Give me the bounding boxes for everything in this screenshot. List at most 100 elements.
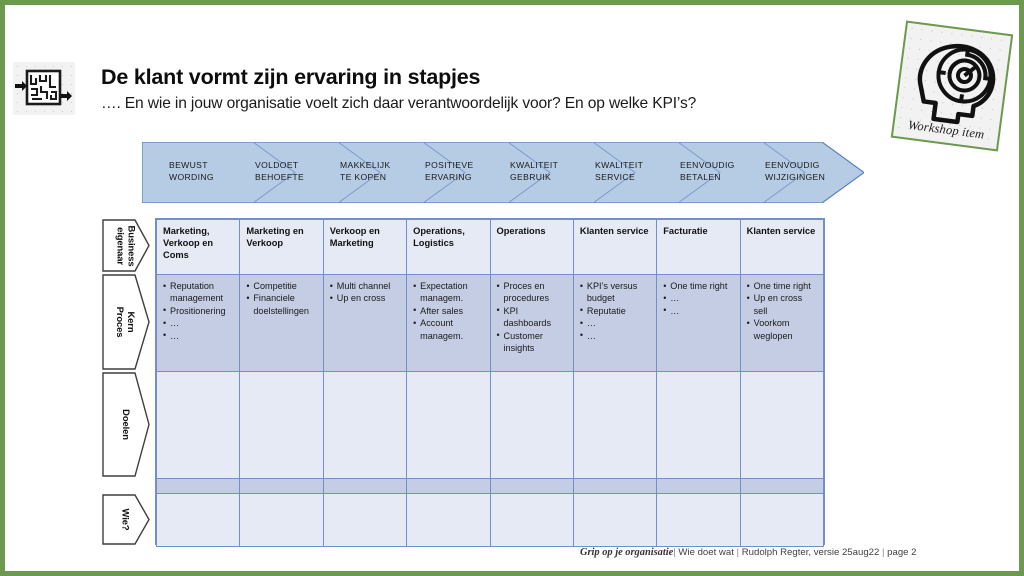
bullet-item: After sales <box>413 304 484 317</box>
footer-separator: | <box>882 547 885 558</box>
table-empty-cell[interactable] <box>322 478 408 494</box>
bullet-item: Voorkom weglopen <box>747 317 818 342</box>
table-empty-cell[interactable] <box>155 493 241 547</box>
table-empty-cell[interactable] <box>572 478 658 494</box>
table-bullet-cell: Reputation managementPrositionering…… <box>155 274 241 372</box>
table-empty-cell[interactable] <box>572 371 658 479</box>
bullet-item: … <box>163 329 234 342</box>
page-subtitle: …. En wie in jouw organisatie voelt zich… <box>101 95 697 112</box>
table-empty-cell[interactable] <box>322 371 408 479</box>
row-label-text: Kern Proces <box>115 306 137 338</box>
table-empty-cell[interactable] <box>239 478 324 494</box>
bullet-list: Expectation managem.After salesAccount m… <box>413 280 484 342</box>
table-bullet-cell: Expectation managem.After salesAccount m… <box>406 274 491 372</box>
table-header-cell: Verkoop en Marketing <box>322 219 408 275</box>
table-divider-band-row[interactable] <box>155 478 825 494</box>
table-bullets-row: Reputation managementPrositionering…… Co… <box>155 274 825 372</box>
table-empty-row-wie[interactable] <box>155 493 825 547</box>
table-empty-cell[interactable] <box>656 371 741 479</box>
row-label-text: Doelen <box>120 409 132 440</box>
bullet-item: … <box>580 329 651 342</box>
bullet-item: Expectation managem. <box>413 280 484 305</box>
table-header-cell: Operations <box>489 219 574 275</box>
workshop-item-card: Workshop item <box>890 20 1014 152</box>
slide-footer: Grip op je organisatie| Wie doet wat | R… <box>580 547 917 558</box>
table-bullet-cell: One time rightUp en cross sellVoorkom we… <box>739 274 825 372</box>
table-empty-cell[interactable] <box>239 371 324 479</box>
row-label-wie: Wie? <box>102 494 150 545</box>
pentagon-arrow-shape <box>102 219 150 272</box>
table-empty-cell[interactable] <box>739 478 825 494</box>
table-header-cell: Marketing, Verkoop en Coms <box>155 219 241 275</box>
table-empty-row-doelen[interactable] <box>155 371 825 479</box>
table-empty-cell[interactable] <box>155 371 241 479</box>
bullet-item: … <box>163 317 234 330</box>
bullet-item: … <box>663 304 734 317</box>
table-empty-cell[interactable] <box>489 371 574 479</box>
footer-segment-1: Wie doet wat <box>678 547 734 558</box>
pentagon-arrow-shape <box>102 494 150 545</box>
bullet-item: Up en cross <box>330 292 401 305</box>
bullet-item: KPI dashboards <box>497 304 568 330</box>
bullet-item: One time right <box>747 279 818 292</box>
bullet-item: … <box>580 317 651 330</box>
table-empty-cell[interactable] <box>572 493 658 547</box>
process-matrix-table: Marketing, Verkoop en Coms Marketing en … <box>155 218 825 547</box>
footer-page-number: page 2 <box>887 547 917 558</box>
table-bullet-cell: KPI’s versus budgetReputatie…… <box>572 274 658 372</box>
table-empty-cell[interactable] <box>322 493 408 547</box>
bullet-item: Reputatie <box>580 304 651 317</box>
bullet-item: Multi channel <box>330 279 401 292</box>
footer-segment-2: Rudolph Regter, versie 25aug22 <box>741 547 880 558</box>
bullet-item: Up en cross sell <box>747 292 818 317</box>
table-empty-cell[interactable] <box>489 478 574 494</box>
bullet-item: Proces en procedures <box>497 280 568 305</box>
table-bullet-cell: CompetitieFinanciele doelstellingen <box>239 274 324 372</box>
table-empty-cell[interactable] <box>739 371 825 479</box>
table-header-cell: Operations, Logistics <box>406 219 491 275</box>
row-label-text: Business eigenaar <box>114 225 137 266</box>
bullet-list: Multi channelUp en cross <box>330 279 401 305</box>
bullet-list: One time rightUp en cross sellVoorkom we… <box>747 279 818 342</box>
table-empty-cell[interactable] <box>406 371 491 479</box>
table-bullet-cell: One time right…… <box>656 274 741 372</box>
table-header-cell: Marketing en Verkoop <box>239 219 324 275</box>
bullet-item: Customer insights <box>497 329 568 355</box>
table-empty-cell[interactable] <box>406 493 491 547</box>
row-label-doelen: Doelen <box>102 372 150 477</box>
bullet-item: … <box>663 292 734 305</box>
head-maze-icon <box>917 43 996 125</box>
table-header-cell: Facturatie <box>656 219 741 275</box>
table-bullet-cell: Proces en proceduresKPI dashboardsCustom… <box>489 274 574 372</box>
bullet-list: Proces en proceduresKPI dashboardsCustom… <box>497 280 568 354</box>
bullet-list: CompetitieFinanciele doelstellingen <box>246 279 317 317</box>
table-empty-cell[interactable] <box>739 493 825 547</box>
footer-separator: | <box>673 547 676 558</box>
bullet-list: One time right…… <box>663 279 734 317</box>
table-empty-cell[interactable] <box>489 493 574 547</box>
row-label-kern-proces: Kern Proces <box>102 274 150 370</box>
table-empty-cell[interactable] <box>406 478 491 494</box>
table-header-cell: Klanten service <box>572 219 658 275</box>
table-header-cell: Klanten service <box>739 219 825 275</box>
maze-badge <box>13 62 75 115</box>
bullet-item: Prositionering <box>163 304 234 317</box>
table-empty-cell[interactable] <box>155 478 241 494</box>
table-header-row: Marketing, Verkoop en Coms Marketing en … <box>155 219 825 275</box>
bullet-list: Reputation managementPrositionering…… <box>163 280 234 342</box>
footer-separator: | <box>736 547 740 558</box>
bullet-item: KPI’s versus budget <box>580 280 651 305</box>
chevron-shapes <box>142 142 864 203</box>
bullet-item: Reputation management <box>163 280 234 305</box>
row-label-business-eigenaar: Business eigenaar <box>102 219 150 272</box>
table-empty-cell[interactable] <box>239 493 324 547</box>
pentagon-arrow-shape <box>102 372 150 477</box>
table-empty-cell[interactable] <box>656 478 741 494</box>
bullet-list: KPI’s versus budgetReputatie…… <box>580 280 651 342</box>
bullet-item: Competitie <box>246 279 317 292</box>
table-empty-cell[interactable] <box>656 493 741 547</box>
pentagon-arrow-shape <box>102 274 150 370</box>
page-title: De klant vormt zijn ervaring in stapjes <box>101 65 481 89</box>
